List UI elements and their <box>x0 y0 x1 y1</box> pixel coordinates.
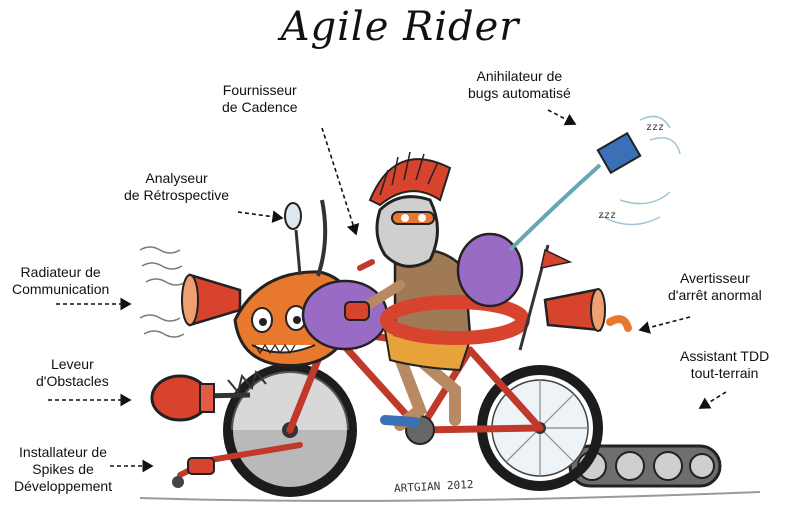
spike-installer <box>172 442 303 488</box>
arrow-bugs <box>547 109 577 126</box>
rider <box>344 151 530 431</box>
retro-mirror <box>284 199 328 277</box>
obstacle-glove <box>150 374 251 422</box>
stop-horn <box>543 288 632 332</box>
arrow-tdd <box>698 391 727 409</box>
backpack <box>456 232 524 308</box>
arrow-cadence <box>321 127 360 236</box>
ground-line <box>139 491 761 502</box>
arrow-retro <box>237 210 284 224</box>
radiator-cone <box>181 273 242 327</box>
page-title: Agile Rider <box>280 4 520 50</box>
bug-annihilator: zzz zzz <box>508 115 681 252</box>
motion-lines <box>139 246 187 338</box>
svg-text:zzz: zzz <box>646 122 664 133</box>
flag-pole <box>518 244 573 351</box>
label-arrows <box>48 109 727 473</box>
arrow-horn <box>638 316 691 334</box>
svg-text:zzz: zzz <box>598 210 616 221</box>
